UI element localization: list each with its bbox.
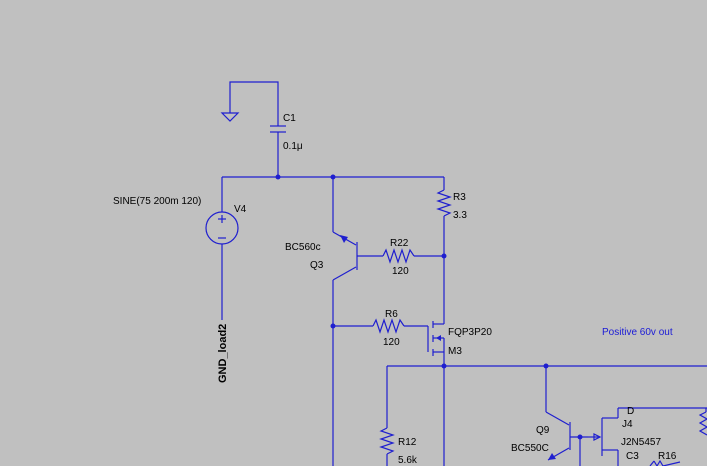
c1-value-label: 0.1μ: [283, 141, 303, 152]
q3-ref-label: Q3: [310, 260, 324, 271]
junction-dot: [441, 363, 447, 369]
resistor-partial-right[interactable]: [698, 408, 707, 436]
r3-ref-label: R3: [453, 192, 466, 203]
r3-value-label: 3.3: [453, 210, 467, 221]
junction-dot: [330, 323, 336, 329]
junction-dot: [275, 174, 281, 180]
q9-model-label: BC550C: [511, 443, 549, 454]
r22-value-label: 120: [392, 266, 409, 277]
voltage-source-v4[interactable]: [205, 177, 239, 320]
c1-ref-label: C1: [283, 113, 296, 124]
r16-ref-label: R16: [658, 451, 677, 462]
resistor-r3[interactable]: [436, 177, 452, 256]
positive-out-net-label[interactable]: Positive 60v out: [602, 327, 673, 338]
j4-ref-label: J4: [622, 419, 633, 430]
r22-ref-label: R22: [390, 238, 409, 249]
r6-ref-label: R6: [385, 309, 398, 320]
v4-ref-label: V4: [234, 204, 247, 215]
m3-model-label: FQP3P20: [448, 327, 492, 338]
ground-symbol[interactable]: [220, 81, 279, 126]
m3-ref-label: M3: [448, 346, 462, 357]
capacitor-c1[interactable]: [270, 125, 286, 177]
r12-value-label: 5.6k: [398, 455, 418, 466]
r6-value-label: 120: [383, 337, 400, 348]
j4-model-label: J2N5457: [621, 437, 661, 448]
r12-ref-label: R12: [398, 437, 417, 448]
resistor-r16-partial[interactable]: [649, 459, 681, 466]
c3-ref-label: C3: [626, 451, 639, 462]
transistor-q9[interactable]: [545, 366, 588, 461]
resistor-r6[interactable]: [333, 318, 428, 334]
q3-model-label: BC560c: [285, 242, 321, 253]
gnd-load-net-label[interactable]: GND_load2: [217, 324, 229, 383]
resistor-r12[interactable]: [379, 427, 395, 466]
v4-value-label: SINE(75 200m 120): [113, 196, 201, 207]
transistor-q3[interactable]: [332, 177, 383, 466]
q9-ref-label: Q9: [536, 425, 550, 436]
j4-pin-label: D: [627, 406, 634, 417]
mosfet-m3[interactable]: [427, 256, 445, 466]
jfet-j4[interactable]: [588, 407, 707, 466]
resistor-r22[interactable]: [382, 248, 444, 264]
